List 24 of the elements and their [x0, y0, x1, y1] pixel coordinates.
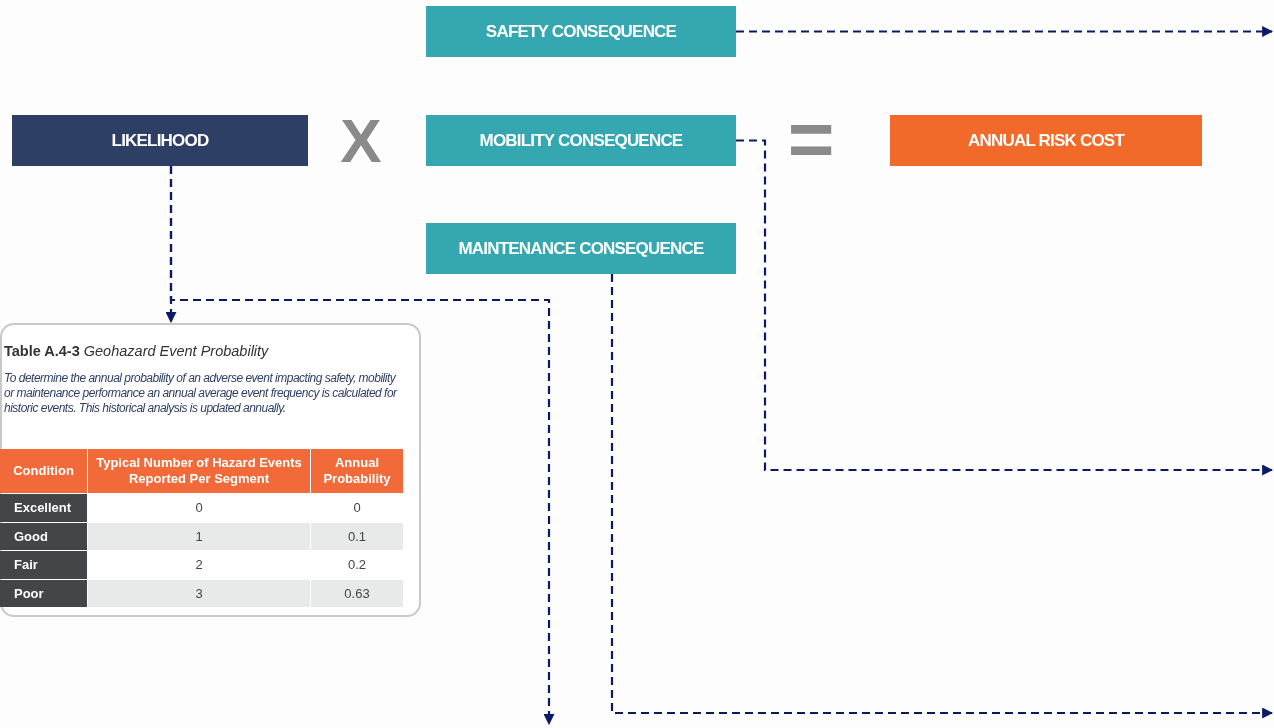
consequence-box: SAFETY CONSEQUENCE: [426, 6, 736, 57]
row-header-cell: Excellent: [0, 494, 87, 522]
row-header-cell: Fair: [0, 551, 87, 579]
dashed-arrow: [736, 26, 1274, 37]
multiply-sign: X: [339, 112, 383, 170]
consequence-box: MAINTENANCE CONSEQUENCE: [426, 223, 736, 274]
dashed-arrow: [736, 139, 1274, 476]
header-cell: Annual Probability: [311, 449, 403, 493]
table-cell: 3: [88, 580, 310, 607]
table-cell: 1: [88, 523, 310, 550]
table-description: To determine the annual probability of an adverse event impacting safety, mobility or maintenance performance an annual average event frequency is calculated for historic events. This historical analysis is updated annually.: [4, 371, 399, 416]
likelihood-box: LIKELIHOOD: [12, 115, 308, 166]
row-header-cell: Poor: [0, 580, 87, 607]
table-cell: 0.1: [311, 523, 403, 550]
row-header-cell: Good: [0, 523, 87, 550]
table-cell: 0.63: [311, 580, 403, 607]
table-title: Table A.4-3 Geohazard Event Probability: [4, 343, 269, 359]
header-cell: Typical Number of Hazard Events Reported Per Segment: [88, 449, 310, 493]
equals-sign: =: [786, 108, 836, 170]
risk-cost-box: ANNUAL RISK COST: [890, 115, 1202, 166]
header-cell: Condition: [0, 449, 87, 493]
consequence-box: MOBILITY CONSEQUENCE: [426, 115, 736, 166]
dashed-arrow: [610, 274, 1274, 719]
dashed-arrow: [169, 166, 555, 726]
